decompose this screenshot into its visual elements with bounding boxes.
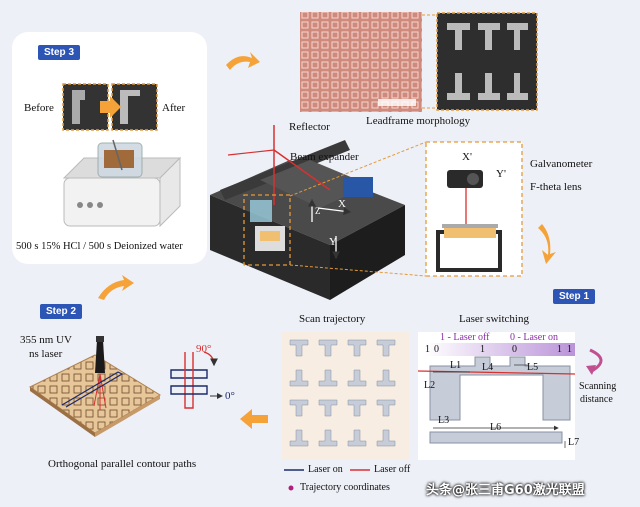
scan-cell [376, 369, 396, 387]
arrow-scan-to-step2 [240, 409, 268, 429]
x-prime-label: X' [462, 151, 472, 163]
scan-cell [376, 339, 396, 357]
legend-laser-off-code: 1 - Laser off [440, 332, 490, 343]
etch-condition: 500 s 15% HCl / 500 s Deionized water [16, 241, 183, 252]
laser-switching-title: Laser switching [459, 313, 529, 325]
arrow-step2-to-step3 [98, 275, 134, 300]
step2-sample [29, 354, 161, 434]
laser-head [95, 340, 105, 373]
scan-cell [289, 399, 309, 417]
scan-cell [318, 399, 338, 417]
scan-cell [289, 369, 309, 387]
scanning-distance-line2: distance [580, 394, 613, 405]
leadframe-image [300, 12, 422, 112]
scan-cell [347, 399, 367, 417]
axis-y-label: Y [329, 236, 337, 248]
bit-d: 0 [512, 344, 517, 355]
step1-badge: Step 1 [553, 289, 596, 304]
beam-expander-label: Beam expander [290, 151, 359, 163]
scan-cell [376, 429, 396, 447]
bit-b: 0 [434, 344, 439, 355]
leadframe-title: Leadframe morphology [366, 115, 471, 127]
bit-a: 1 [425, 344, 430, 355]
L4-label: L4 [482, 362, 494, 373]
scan-cell [376, 399, 396, 417]
legend-trajectory-dot [288, 485, 294, 491]
step2-badge: Step 2 [40, 304, 83, 319]
scan-trajectory-title: Scan trajectory [299, 313, 366, 325]
machine-highlight-box [243, 194, 291, 266]
reflector-label: Reflector [289, 121, 330, 133]
scan-cell [318, 339, 338, 357]
scan-cell [347, 339, 367, 357]
scan-line-red [417, 370, 576, 375]
scan-cell [289, 429, 309, 447]
arrow-galvo-to-step1 [538, 224, 556, 264]
hatch-icon [170, 352, 208, 409]
angle-90-label: 90° [196, 343, 212, 355]
y-prime-label: Y' [496, 168, 506, 180]
axis-x-label: X [338, 198, 346, 210]
scan-cell [347, 369, 367, 387]
scan-cell [318, 369, 338, 387]
after-label: After [162, 102, 186, 114]
scanning-distance-line1: Scanning [579, 381, 617, 392]
L5-label: L5 [527, 362, 539, 373]
legend-laser-on-code: 0 - Laser on [510, 332, 559, 343]
laser-source [343, 177, 373, 197]
bit-e: 1 [557, 344, 562, 355]
L7-label: L7 [568, 437, 580, 448]
arrow-step3-to-leadframe [226, 52, 260, 70]
scan-cell [347, 429, 367, 447]
before-after-arrow [100, 96, 121, 118]
switching-gradient-bar [425, 343, 575, 356]
ftheta-label: F-theta lens [530, 181, 582, 193]
L6-label: L6 [490, 422, 502, 433]
legend-laser-on: Laser on [308, 464, 343, 475]
step3-badge: Step 3 [38, 45, 81, 60]
laser-type-line1: 355 nm UV [20, 334, 72, 346]
L2-label: L2 [424, 380, 436, 391]
legend-laser-off: Laser off [374, 464, 411, 475]
before-label: Before [24, 102, 54, 114]
watermark: 头条@张三甫G60激光联盟 [426, 483, 585, 498]
laser-type-line2: ns laser [29, 348, 63, 360]
L3-label: L3 [438, 415, 450, 426]
scan-cell [289, 339, 309, 357]
axis-z-label: Z [315, 206, 321, 216]
scan-trajectory-pattern [289, 339, 396, 447]
galvanometer-label: Galvanometer [530, 158, 593, 170]
step2-caption: Orthogonal parallel contour paths [48, 458, 197, 470]
legend-trajectory: Trajectory coordinates [300, 482, 390, 493]
galvanometer-inset [425, 141, 523, 277]
angle-0-label: 0° [225, 390, 235, 402]
scan-cell [318, 429, 338, 447]
L1-label: L1 [450, 360, 462, 371]
bit-f: 1 [567, 344, 572, 355]
machine-right [330, 205, 405, 300]
bit-c: 1 [480, 344, 485, 355]
